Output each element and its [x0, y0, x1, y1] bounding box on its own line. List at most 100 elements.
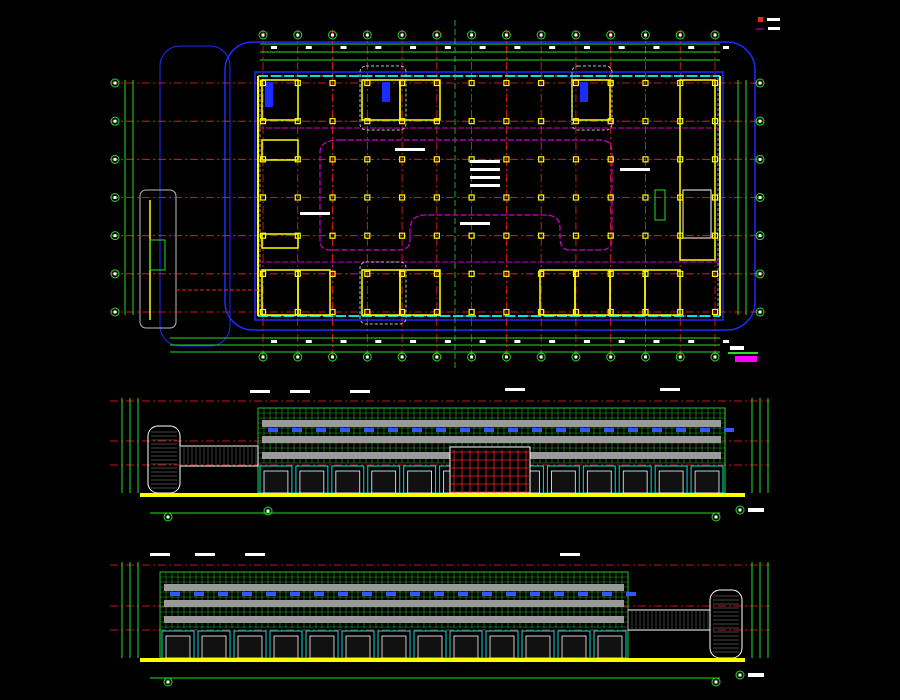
dimension-text — [305, 340, 312, 343]
grid-bubble-mark — [113, 196, 117, 199]
grid-bubble-right — [755, 269, 765, 279]
structural-column — [468, 270, 475, 277]
legend-swatch-red — [758, 17, 763, 22]
structural-column — [503, 232, 510, 239]
facade-vehicle — [554, 592, 564, 596]
facade-vehicle — [530, 592, 540, 596]
grid-bubble-mark — [435, 355, 439, 359]
facade-vehicle — [652, 428, 662, 432]
structural-column — [642, 308, 649, 316]
structural-column — [433, 232, 440, 239]
structural-column — [572, 308, 580, 316]
structural-column — [538, 308, 545, 316]
room — [571, 79, 611, 121]
structural-column — [642, 194, 649, 201]
grid-bubble-mark — [738, 508, 742, 512]
structural-column — [607, 270, 614, 277]
structural-column — [503, 156, 510, 163]
grid-bubble-mark — [261, 355, 265, 359]
structural-column — [711, 232, 719, 239]
facade-vehicle — [628, 428, 638, 432]
facade-vehicle — [410, 592, 420, 596]
grid-bubble-mark — [758, 157, 762, 161]
floor-band — [164, 584, 624, 591]
annotation-text — [300, 212, 330, 215]
grid-bubble-mark — [504, 33, 508, 37]
garage-door — [525, 635, 551, 659]
structural-column — [398, 232, 406, 239]
grid-bubble-mark — [261, 33, 265, 37]
grid-bubble-bottom — [675, 352, 685, 362]
grid-bubble — [263, 506, 273, 516]
floor-band — [262, 436, 721, 443]
title-bubble — [735, 505, 745, 515]
facade-vehicle — [338, 592, 348, 596]
grid-bubble-right — [755, 116, 765, 126]
structural-column — [433, 118, 440, 125]
structural-column — [468, 118, 475, 125]
garage-door — [299, 470, 325, 494]
facade-vehicle — [314, 592, 324, 596]
plan-title-text — [730, 346, 744, 350]
grid-bubble-mark — [714, 515, 718, 519]
grid-bubble-top — [536, 30, 546, 40]
grid-bubble — [163, 677, 173, 687]
structural-column — [259, 156, 267, 163]
grid-bubble-right — [755, 231, 765, 241]
rear-elevation — [110, 553, 770, 687]
grid-bubble-top — [362, 30, 372, 40]
grid-bubble-top — [501, 30, 511, 40]
plan-title-underline — [728, 352, 758, 354]
grid-bubble-bottom — [397, 352, 407, 362]
dimension-text — [723, 46, 729, 49]
facade-vehicle — [508, 428, 518, 432]
facade-vehicle — [434, 592, 444, 596]
garage-door — [371, 470, 397, 494]
annotation-text — [460, 222, 490, 225]
grid-bubble-left — [110, 154, 120, 164]
grid-bubble-mark — [470, 33, 474, 37]
facade-vehicle — [242, 592, 252, 596]
grid-bubble-mark — [643, 355, 647, 359]
grid-bubble-mark — [266, 509, 270, 513]
floor-band — [164, 600, 624, 607]
dimension-text — [271, 340, 277, 343]
garage-door — [489, 635, 515, 659]
dimension-text — [479, 340, 486, 343]
structural-column — [294, 156, 301, 163]
structural-column — [433, 79, 440, 87]
structural-column — [364, 156, 371, 163]
room — [399, 79, 441, 121]
dimension-text — [444, 340, 451, 343]
garage-door — [165, 635, 191, 659]
structural-column — [572, 270, 580, 277]
elevation-title-text — [748, 508, 764, 512]
garage-door — [407, 470, 433, 494]
grid-bubble-mark — [758, 81, 762, 85]
grid-bubble — [163, 512, 173, 522]
structural-column — [364, 308, 371, 316]
dimension-text — [340, 340, 347, 343]
grid-bubble-mark — [113, 157, 117, 161]
grid-bubble-mark — [113, 272, 117, 276]
structural-column — [572, 232, 580, 239]
dimension-text — [549, 46, 556, 49]
legend — [756, 17, 780, 30]
grid-bubble-mark — [400, 355, 404, 359]
dimension-text — [479, 46, 486, 49]
structural-column — [503, 308, 510, 316]
structural-column — [538, 156, 545, 163]
structural-column — [677, 308, 684, 316]
grid-bubble-left — [110, 269, 120, 279]
grid-bubble-top — [675, 30, 685, 40]
floor-band — [164, 616, 624, 623]
structural-column — [607, 232, 614, 239]
grid-bubble-top — [640, 30, 650, 40]
grid-bubble-mark — [365, 355, 369, 359]
facade-vehicle — [506, 592, 516, 596]
garage-door — [237, 635, 263, 659]
structural-column — [711, 79, 719, 87]
facade-vehicle — [604, 428, 614, 432]
room — [609, 269, 646, 316]
legend-text — [768, 27, 780, 30]
